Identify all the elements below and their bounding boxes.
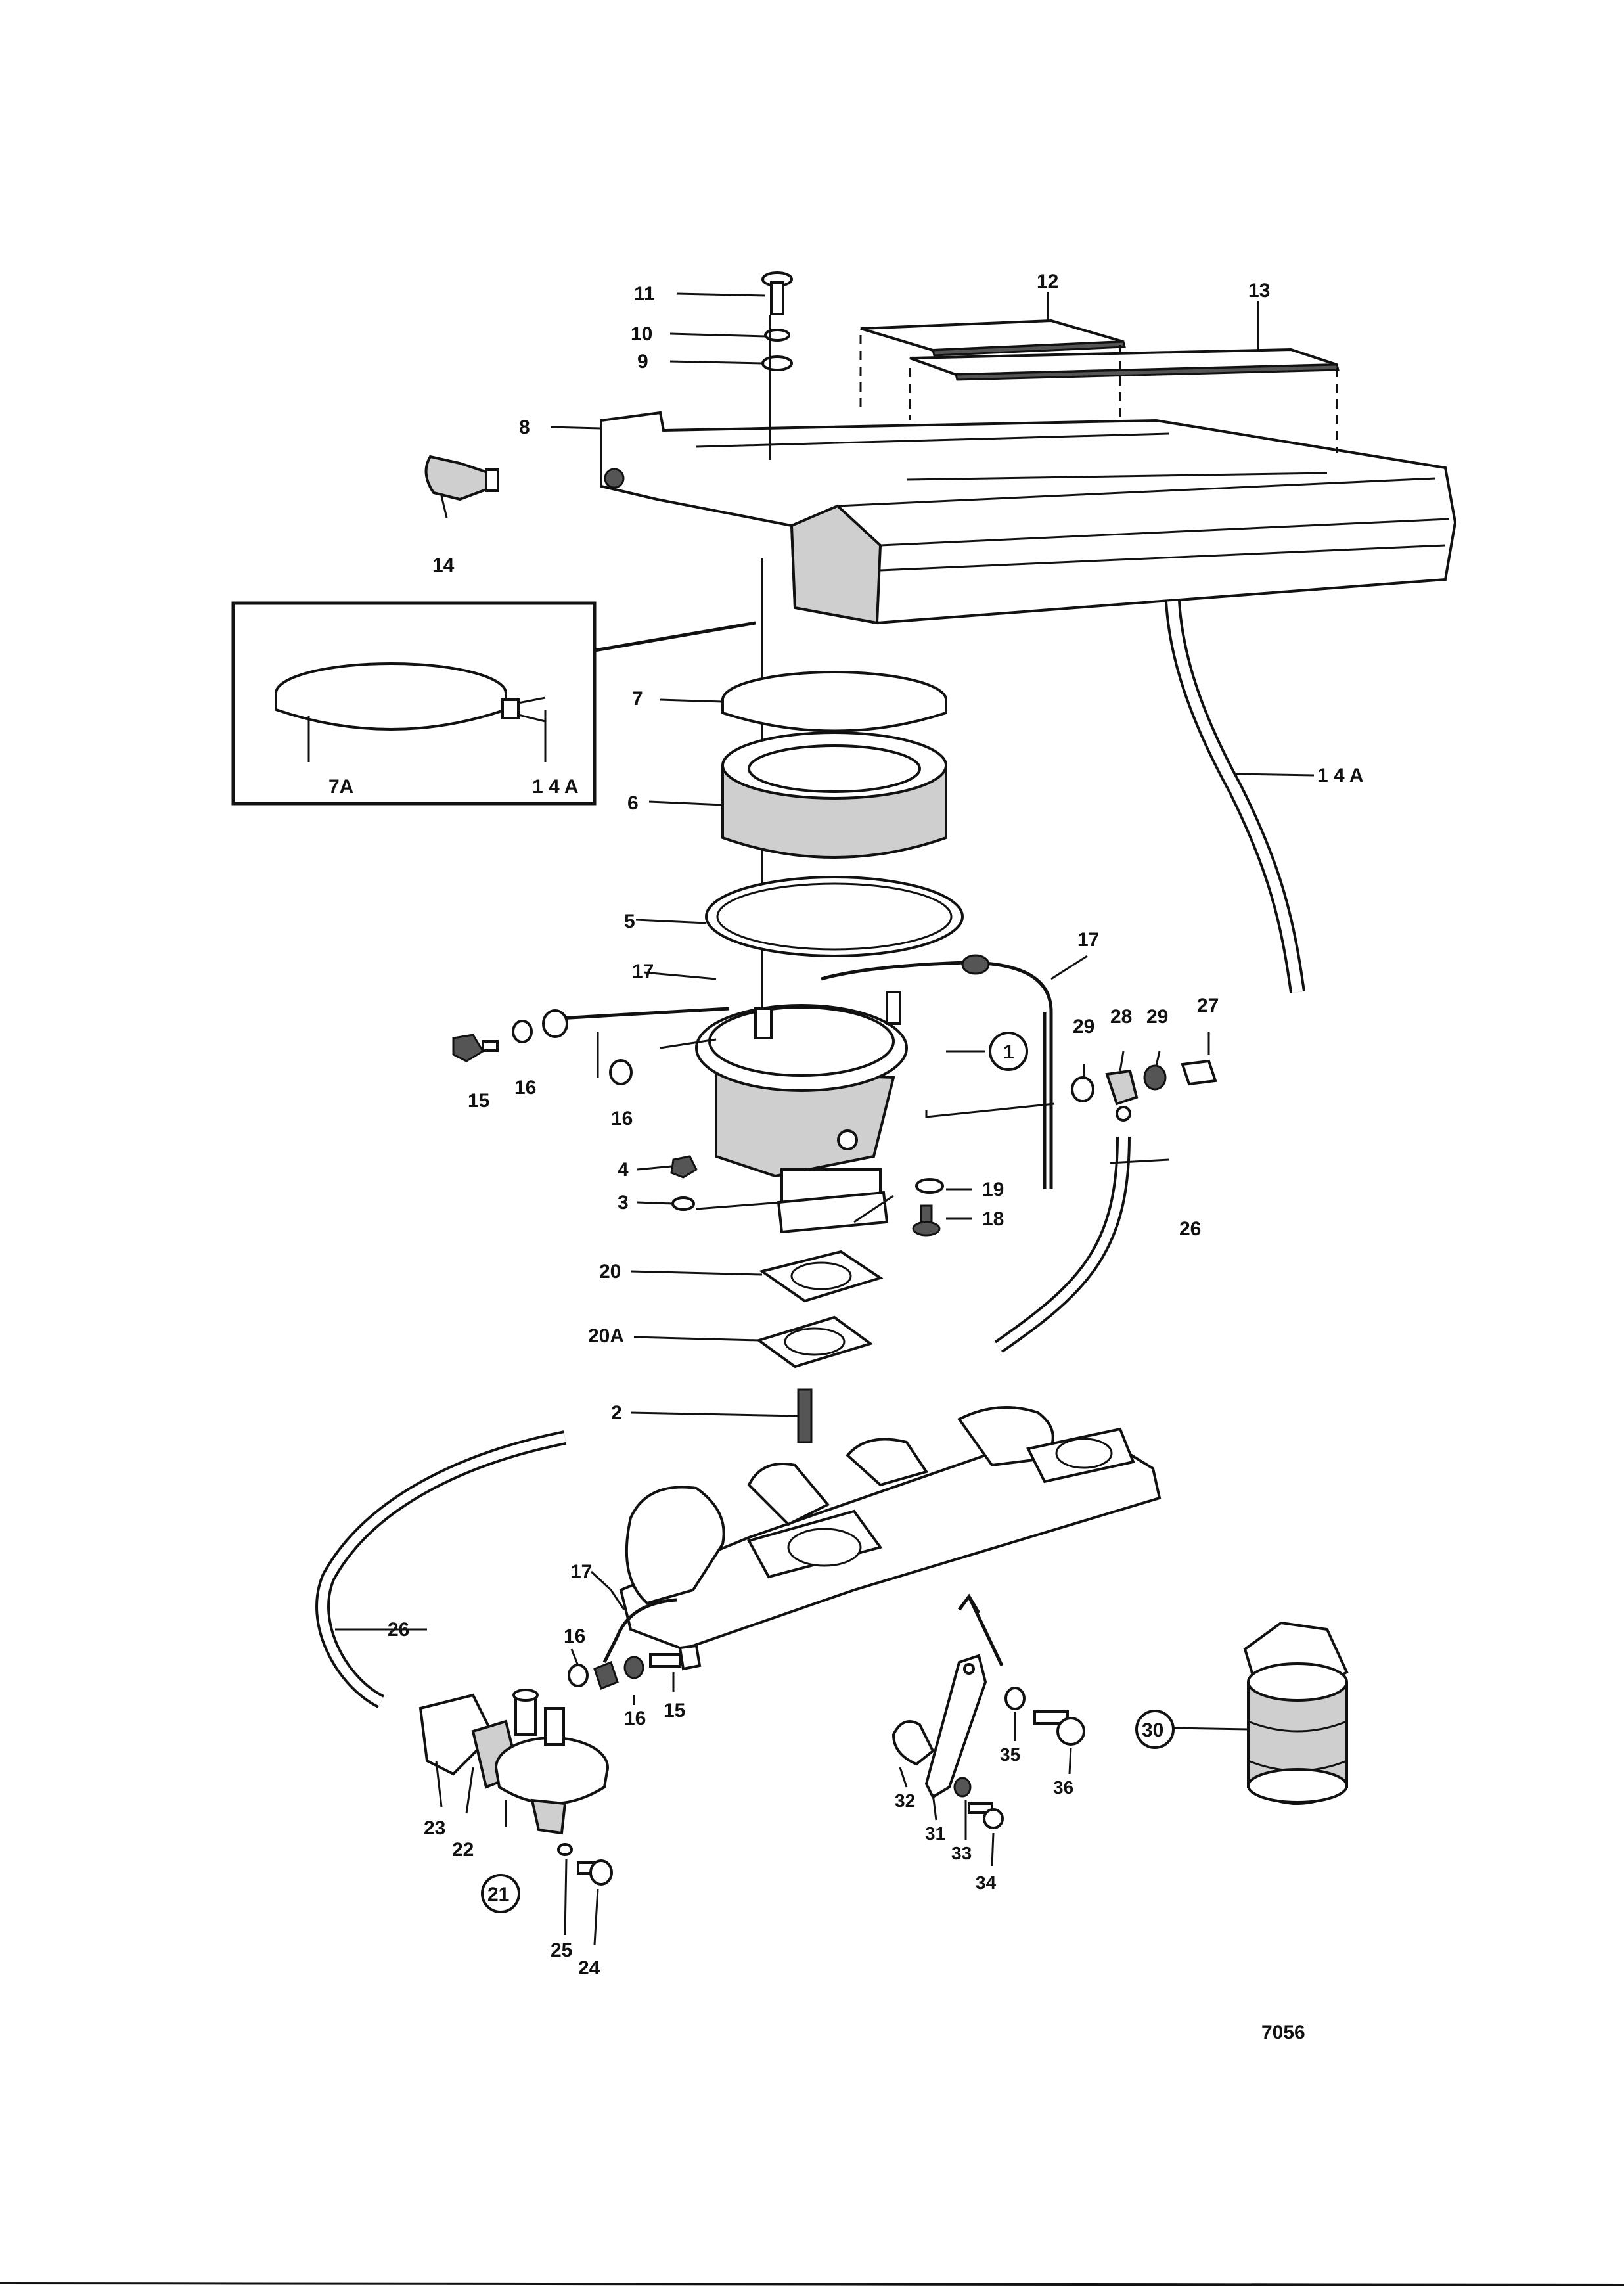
callout-7a: 7A bbox=[328, 776, 353, 798]
nut-4 bbox=[670, 1155, 698, 1179]
location-arrow bbox=[958, 1593, 1004, 1667]
callout-14a-inset: 1 4 A bbox=[532, 776, 579, 798]
gasket-20 bbox=[759, 1250, 884, 1303]
callout-20: 20 bbox=[599, 1261, 621, 1283]
callout-29-right: 29 bbox=[1146, 1006, 1168, 1028]
callout-17-top-right: 17 bbox=[1077, 929, 1099, 951]
elbow-14 bbox=[424, 455, 499, 501]
leader-lines bbox=[335, 292, 1315, 1945]
callout-circle-1 bbox=[989, 1032, 1028, 1071]
banjo-fitting-right bbox=[1071, 1059, 1217, 1122]
callout-30: 30 bbox=[1142, 1719, 1163, 1741]
drawing-number: 7056 bbox=[1261, 2022, 1305, 2043]
callout-21: 21 bbox=[487, 1884, 509, 1905]
callout-7: 7 bbox=[632, 688, 643, 710]
washer-35 bbox=[1004, 1687, 1026, 1710]
callout-13: 13 bbox=[1248, 280, 1270, 302]
callout-22: 22 bbox=[452, 1839, 474, 1861]
washer-10 bbox=[764, 329, 790, 342]
bolt-15-lower bbox=[649, 1644, 702, 1671]
bolt-36 bbox=[1033, 1710, 1085, 1746]
fitting-16-lower bbox=[593, 1661, 619, 1690]
callout-16-lower-a: 16 bbox=[564, 1625, 585, 1647]
guide-lines-covers bbox=[859, 335, 1338, 453]
air-cleaner-housing bbox=[600, 411, 1457, 625]
callout-16-top-b: 16 bbox=[611, 1108, 633, 1129]
gasket-ring-5 bbox=[705, 876, 964, 957]
callout-20a: 20A bbox=[588, 1325, 624, 1347]
callout-4: 4 bbox=[618, 1159, 629, 1181]
washer-9 bbox=[761, 355, 793, 371]
bolt-34 bbox=[968, 1802, 1004, 1829]
callout-16-top-a: 16 bbox=[514, 1077, 536, 1099]
callout-17-top-left: 17 bbox=[632, 961, 654, 982]
callout-circle-21 bbox=[481, 1874, 520, 1913]
stud-2 bbox=[797, 1388, 813, 1443]
callout-32: 32 bbox=[895, 1790, 915, 1811]
callout-35: 35 bbox=[1000, 1744, 1020, 1765]
callout-12: 12 bbox=[1037, 271, 1058, 292]
cover-plate-13 bbox=[909, 348, 1340, 381]
carburetor-1 bbox=[695, 991, 908, 1234]
callout-6: 6 bbox=[627, 792, 639, 814]
callout-15-top: 15 bbox=[468, 1090, 489, 1112]
page-bottom-edge bbox=[0, 2282, 1624, 2286]
callout-29-left: 29 bbox=[1073, 1016, 1094, 1037]
screw-11 bbox=[761, 271, 793, 315]
callout-14: 14 bbox=[432, 555, 455, 576]
washer-19 bbox=[915, 1178, 944, 1194]
callout-2: 2 bbox=[611, 1402, 622, 1424]
callout-28: 28 bbox=[1110, 1006, 1132, 1028]
inset-detail-box bbox=[231, 601, 756, 806]
banjo-fitting-left bbox=[452, 1009, 633, 1085]
callout-11: 11 bbox=[634, 283, 655, 305]
bolt-24 bbox=[557, 1843, 613, 1886]
callout-1: 1 bbox=[1003, 1041, 1014, 1063]
callout-27: 27 bbox=[1197, 995, 1219, 1016]
gasket-20a bbox=[756, 1315, 874, 1369]
callout-8: 8 bbox=[519, 417, 530, 438]
callout-15-lower: 15 bbox=[664, 1700, 685, 1721]
fuel-pump-21 bbox=[418, 1689, 609, 1835]
callout-23: 23 bbox=[424, 1817, 445, 1839]
callout-26-left: 26 bbox=[388, 1619, 409, 1641]
callout-24: 24 bbox=[578, 1957, 600, 1979]
callout-36: 36 bbox=[1053, 1777, 1073, 1798]
callout-26-right: 26 bbox=[1179, 1218, 1201, 1240]
clip-32 bbox=[891, 1720, 935, 1766]
callout-10: 10 bbox=[631, 323, 652, 345]
callout-14a: 1 4 A bbox=[1317, 765, 1364, 786]
callout-16-lower-b: 16 bbox=[624, 1708, 646, 1729]
callout-17-lower: 17 bbox=[570, 1561, 592, 1583]
washer-33 bbox=[953, 1777, 972, 1798]
callout-19: 19 bbox=[982, 1179, 1004, 1200]
fuel-filter-30 bbox=[1243, 1621, 1349, 1805]
callout-18: 18 bbox=[982, 1208, 1004, 1230]
bracket-31 bbox=[924, 1654, 987, 1799]
callout-3: 3 bbox=[618, 1192, 629, 1214]
screw-18 bbox=[912, 1204, 941, 1237]
callout-9: 9 bbox=[637, 351, 648, 373]
intake-manifold bbox=[619, 1406, 1162, 1651]
callout-5: 5 bbox=[624, 911, 635, 932]
callout-34: 34 bbox=[976, 1873, 997, 1893]
cover-plate-12 bbox=[860, 319, 1126, 357]
filter-element-6 bbox=[721, 731, 947, 859]
callout-31: 31 bbox=[925, 1823, 945, 1844]
callout-circle-30 bbox=[1135, 1710, 1175, 1749]
fuel-line-17-lower bbox=[602, 1598, 677, 1664]
callout-33: 33 bbox=[951, 1843, 972, 1863]
washer-3 bbox=[671, 1196, 695, 1211]
callout-25: 25 bbox=[551, 1940, 572, 1961]
filter-cover-7 bbox=[721, 671, 947, 733]
